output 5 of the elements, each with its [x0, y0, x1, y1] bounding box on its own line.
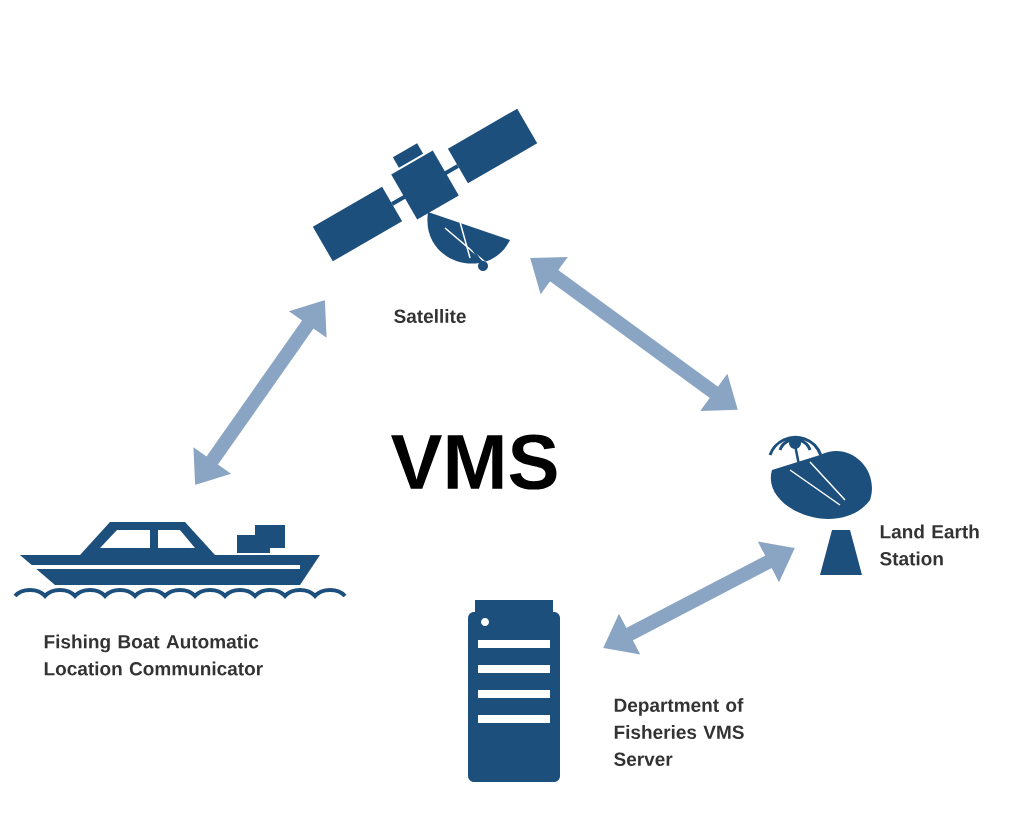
node-label: Fishing Boat Automatic Location Communicator: [44, 634, 263, 676]
node-label: Department of Fisheries VMS Server: [614, 698, 744, 766]
title: VMS: [391, 434, 557, 490]
node-label: Land Earth Station: [880, 524, 979, 566]
node-label: Satellite: [394, 309, 466, 323]
